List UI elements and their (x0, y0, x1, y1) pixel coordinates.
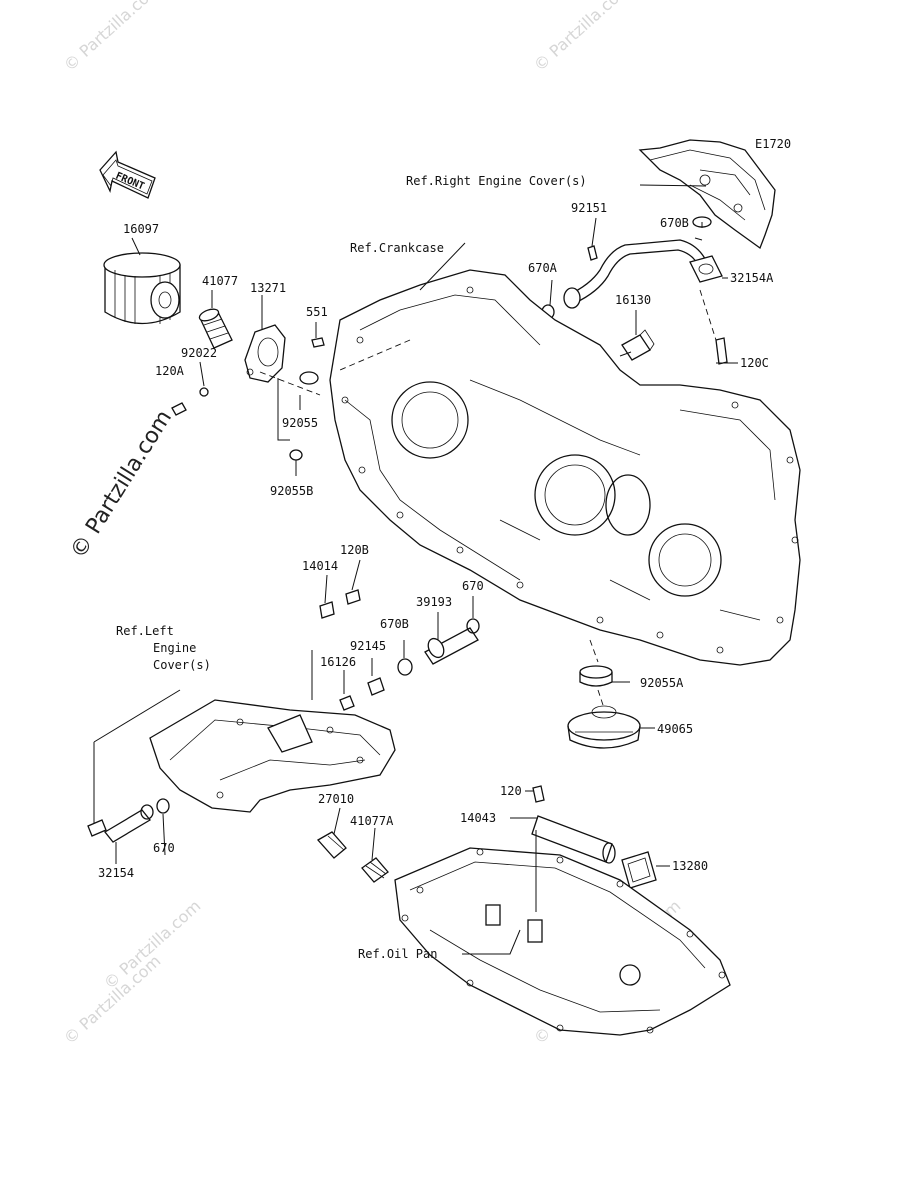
gasket-13280 (621, 851, 657, 889)
watermark: © Partzilla.com (100, 896, 204, 993)
part-label: 670 (153, 841, 175, 855)
relief-valve-39193 (319, 589, 480, 711)
ref-right-engine-cover: Ref.Right Engine Cover(s) (406, 174, 587, 188)
part-label: 120B (340, 543, 369, 557)
watermark-main: © Partzilla.com (66, 406, 177, 563)
seal-92055A (579, 665, 613, 687)
ref-left-engine-cover-line2: Engine (153, 641, 196, 655)
strainer-49065 (567, 705, 641, 749)
ref-oil-pan: Ref.Oil Pan (358, 947, 437, 961)
part-label: 92145 (350, 639, 386, 653)
front-arrow-icon: FRONT (99, 150, 156, 199)
part-label: 16126 (320, 655, 356, 669)
part-label: 13280 (672, 859, 708, 873)
reference-labels: Ref.Right Engine Cover(s) Ref.Crankcase … (116, 174, 587, 961)
ref-crankcase: Ref.Crankcase (350, 241, 444, 255)
part-label: 670B (380, 617, 409, 631)
part-label: 32154 (98, 866, 134, 880)
part-label: 120C (740, 356, 769, 370)
crankcase (329, 269, 801, 666)
part-label: 14014 (302, 559, 338, 573)
diagram-code: E1720 (755, 137, 791, 151)
part-label: 27010 (318, 792, 354, 806)
part-label: 670 (462, 579, 484, 593)
part-label: 16097 (123, 222, 159, 236)
leader-lines (93, 184, 738, 955)
oil-switch-27010 (316, 831, 347, 859)
ref-left-engine-cover-line1: Ref.Left (116, 624, 174, 638)
pipe-14043 (531, 785, 616, 864)
part-label: 92022 (181, 346, 217, 360)
part-label: 670B (660, 216, 689, 230)
fitting-41077 (198, 308, 233, 349)
watermark: © Partzilla.com (530, 0, 634, 75)
part-label: 120A (155, 364, 185, 378)
part-label: 16130 (615, 293, 651, 307)
part-label: 49065 (657, 722, 693, 736)
part-number-labels: 16097 41077 13271 551 92022 120A 92055 9… (98, 201, 774, 880)
part-label: 551 (306, 305, 328, 319)
oil-pipe-32154A (563, 239, 723, 309)
watermark: © Partzilla.com (60, 951, 164, 1048)
part-label: 120 (500, 784, 522, 798)
part-label: 32154A (730, 271, 774, 285)
part-label: 92055A (640, 676, 684, 690)
right-engine-cover (638, 139, 776, 250)
ref-left-engine-cover-line3: Cover(s) (153, 658, 211, 672)
part-label: 39193 (416, 595, 452, 609)
part-label: 41077A (350, 814, 394, 828)
oil-filter (103, 252, 181, 325)
part-label: 14043 (460, 811, 496, 825)
oil-pipe-32154 (87, 798, 170, 843)
filter-mount-13271 (244, 324, 286, 383)
part-label: 13271 (250, 281, 286, 295)
oil-pan (394, 847, 731, 1036)
part-label: 92055B (270, 484, 313, 498)
left-engine-cover (149, 699, 396, 813)
sensor-16130 (621, 329, 655, 361)
watermark: © Partzilla.com (60, 0, 164, 75)
part-label: 41077 (202, 274, 238, 288)
part-label: 92055 (282, 416, 318, 430)
part-label: 670A (528, 261, 558, 275)
fitting-41077A (361, 857, 389, 883)
part-label: 92151 (571, 201, 607, 215)
